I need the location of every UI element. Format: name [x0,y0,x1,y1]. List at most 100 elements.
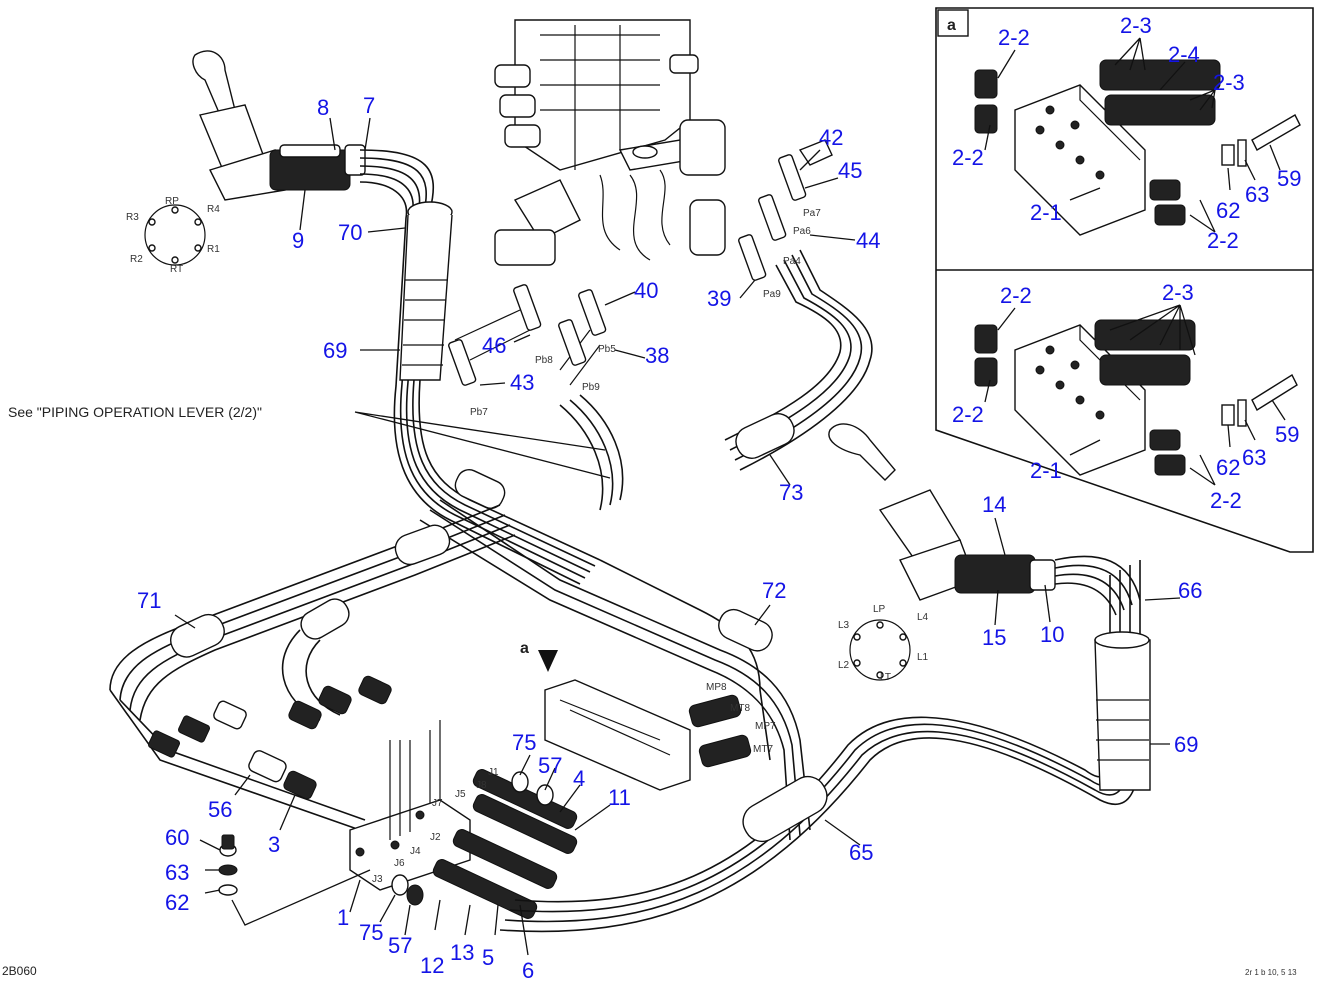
control-valve-icon [494,19,726,266]
manifold-bottom-icon [974,319,1298,476]
callout-70: 70 [338,220,362,245]
label-62: 62 [1216,455,1240,480]
label-2-2: 2-2 [1207,228,1239,253]
callout-3: 3 [268,832,280,857]
port-pa4: Pa4 [783,256,801,267]
label-63: 63 [1242,445,1266,470]
port-r4: R4 [207,204,220,215]
callout-9: 9 [292,228,304,253]
label-2-2: 2-2 [952,402,984,427]
pilot-fittings: Pa7 Pa6 Pa4 Pa9 Pb8 Pb5 Pb9 Pb7 [448,139,873,511]
label-62: 62 [1216,198,1240,223]
callout-13: 13 [450,940,474,965]
port-pb7: Pb7 [470,407,488,418]
port-r2: R2 [130,254,143,265]
port-l2: L2 [838,660,850,671]
fitting-cluster-icon [391,769,578,919]
label-2-3: 2-3 [1213,70,1245,95]
callout-46: 46 [482,333,506,358]
callout-42: 42 [819,125,843,150]
callout-12: 12 [420,953,444,978]
hose-loop-right [499,560,1151,933]
callout-5: 5 [482,945,494,970]
callout-11: 11 [608,785,631,810]
label-2-2: 2-2 [1000,283,1032,308]
detail-inset: a [935,7,1314,553]
label-2-1: 2-1 [1030,200,1062,225]
detail-tag: a [947,17,956,34]
reference-note: See "PIPING OPERATION LEVER (2/2)" [8,404,262,420]
callout-10: 10 [1040,622,1064,647]
callout-40: 40 [634,278,658,303]
label-2-2: 2-2 [952,145,984,170]
callout-72: 72 [762,578,786,603]
left-operation-lever-icon [828,423,1141,616]
solenoid-valve-icon: a MP8 MT8 MP7 MT7 [520,640,776,791]
callout-14: 14 [982,492,1006,517]
callout-15: 15 [982,625,1006,650]
callout-38: 38 [645,343,669,368]
callout-57: 57 [388,933,412,958]
detail-tag-box [937,9,969,37]
label-59: 59 [1277,166,1301,191]
port-j2: J2 [430,832,441,843]
label-59: 59 [1275,422,1299,447]
port-j7: J7 [432,798,443,809]
callout-69: 69 [1174,732,1198,757]
port-lp: LP [873,604,886,615]
port-pb9: Pb9 [582,382,600,393]
right-operation-lever-icon [192,50,366,201]
port-mp7: MP7 [755,721,776,732]
callout-75: 75 [512,730,536,755]
port-r1: R1 [207,244,220,255]
callout-69: 69 [323,338,347,363]
callout-60: 60 [165,825,189,850]
label-2-2: 2-2 [998,25,1030,50]
callout-6: 6 [522,958,534,983]
port-pa7: Pa7 [803,208,821,219]
arrow-a-icon [538,650,558,672]
arrow-tag: a [520,640,529,657]
port-l4: L4 [917,612,929,623]
port-mt7: MT7 [753,744,773,755]
port-pb8: Pb8 [535,355,553,366]
label-2-2: 2-2 [1210,488,1242,513]
callout-66: 66 [1178,578,1202,603]
label-2-4: 2-4 [1168,42,1200,67]
port-mt8: MT8 [730,703,750,714]
port-l3: L3 [838,620,850,631]
callout-45: 45 [838,158,862,183]
port-j8: J8 [476,780,487,791]
label-63: 63 [1245,182,1269,207]
port-j3: J3 [372,874,383,885]
callout-7: 7 [363,93,375,118]
figure-code: 2B060 [2,964,37,978]
port-rt: RT [170,264,183,275]
port-j4: J4 [410,846,421,857]
callout-8: 8 [317,95,329,120]
callouts: 8 7 9 70 69 42 45 44 40 39 46 38 43 71 7… [137,93,1202,983]
callout-1: 1 [337,905,349,930]
label-2-1: 2-1 [1030,458,1062,483]
callout-44: 44 [856,228,880,253]
callout-73: 73 [779,480,803,505]
port-j6: J6 [394,858,405,869]
port-lt: LT [880,672,891,683]
port-rp: RP [165,196,179,207]
port-j5: J5 [455,789,466,800]
right-lever-port-diagram: RP R3 R4 R1 R2 RT [126,196,220,275]
hose-loop-left [109,504,516,840]
port-j1: J1 [488,767,499,778]
callout-57: 57 [538,753,562,778]
left-lever-port-diagram: LP L3 L4 L1 L2 LT [838,604,929,683]
junction-port-labels: J1 J8 J5 J7 J2 J4 J6 J3 [372,767,499,885]
port-mp8: MP8 [706,682,727,693]
manifold-top-icon [974,59,1301,236]
port-pb5: Pb5 [598,344,616,355]
hose-bundle-left [359,149,601,585]
page-mark: 2r 1 b 10, 5 13 [1245,968,1297,977]
callout-75: 75 [359,920,383,945]
port-l1: L1 [917,652,929,663]
